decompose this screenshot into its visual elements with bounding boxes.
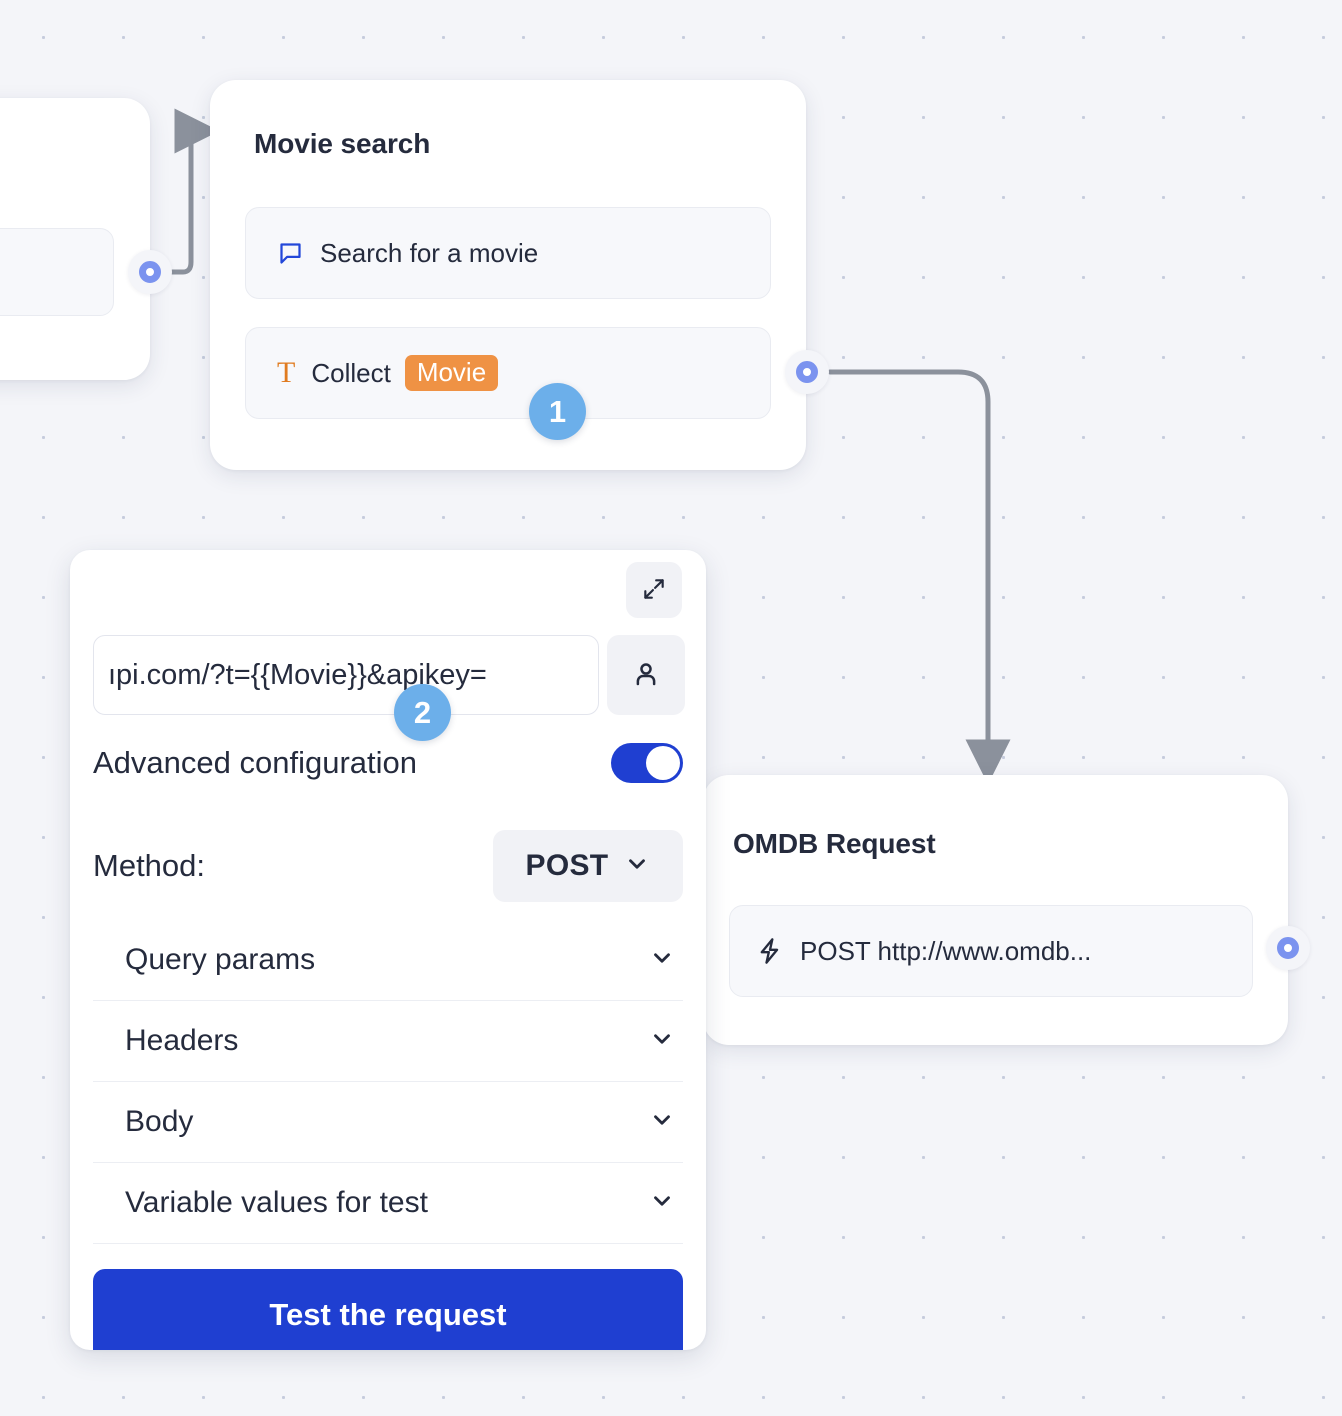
chevron-down-icon: [649, 1188, 675, 1219]
lightning-bolt-icon: [756, 937, 784, 965]
method-label: Method:: [93, 848, 206, 883]
advanced-configuration-label: Advanced configuration: [93, 745, 418, 780]
step-badge-2: 2: [394, 684, 451, 741]
method-selected-value: POST: [525, 849, 609, 882]
node-card-movie-search[interactable]: Movie search Search for a movie T Collec…: [210, 80, 806, 470]
node-row-collect-movie[interactable]: T Collect Movie: [245, 327, 771, 419]
chevron-down-icon: [649, 1107, 675, 1138]
node-row-label-collect: Collect Movie: [311, 354, 499, 392]
advanced-configuration-toggle[interactable]: [611, 743, 683, 783]
node-row-label: POST http://www.omdb...: [800, 935, 1092, 966]
node-row-search-for-a-movie[interactable]: Search for a movie: [245, 207, 771, 299]
node-row-post-request[interactable]: POST http://www.omdb...: [729, 905, 1253, 997]
request-url-input[interactable]: [93, 635, 599, 715]
chevron-down-icon: [649, 945, 675, 976]
advanced-configuration-row: Advanced configuration: [93, 743, 683, 783]
method-select[interactable]: POST: [493, 830, 683, 902]
request-config-panel[interactable]: Advanced configuration Method: POST Quer…: [70, 550, 706, 1350]
test-the-request-button[interactable]: Test the request: [93, 1269, 683, 1350]
url-row: [93, 635, 685, 715]
method-row: Method: POST: [93, 830, 683, 902]
accordion-label: Body: [125, 1105, 194, 1138]
accordion-item-query-params[interactable]: Query params: [93, 920, 683, 1001]
node-title-movie-search: Movie search: [254, 128, 431, 159]
accordion-item-body[interactable]: Body: [93, 1082, 683, 1163]
node-row-label: Search for a movie: [320, 237, 539, 268]
serif-t-icon: T: [277, 356, 296, 389]
accordion-label: Variable values for test: [125, 1186, 428, 1219]
auth-user-button[interactable]: [607, 635, 685, 715]
partial-node-row[interactable]: [0, 228, 114, 316]
connector-dot-left-node-output[interactable]: [128, 250, 172, 294]
config-accordion: Query params Headers Body: [93, 920, 683, 1244]
step-badge-1: 1: [529, 383, 586, 440]
chevron-down-icon: [624, 851, 650, 882]
person-icon: [631, 659, 661, 692]
variable-chip-movie[interactable]: Movie: [404, 354, 499, 392]
expand-diagonal-icon: [641, 576, 667, 605]
accordion-label: Headers: [125, 1024, 239, 1057]
chevron-down-icon: [649, 1026, 675, 1057]
accordion-item-headers[interactable]: Headers: [93, 1001, 683, 1082]
expand-panel-button[interactable]: [626, 562, 682, 618]
collect-text: Collect: [311, 357, 391, 388]
accordion-label: Query params: [125, 943, 316, 976]
node-title-omdb-request: OMDB Request: [733, 828, 936, 859]
accordion-item-variable-values-for-test[interactable]: Variable values for test: [93, 1163, 683, 1244]
node-card-omdb-request[interactable]: OMDB Request POST http://www.omdb...: [703, 775, 1288, 1045]
connector-dot-movie-search-output[interactable]: [785, 350, 829, 394]
connector-dot-omdb-request-output[interactable]: [1266, 926, 1310, 970]
speech-bubble-icon: [277, 240, 304, 267]
